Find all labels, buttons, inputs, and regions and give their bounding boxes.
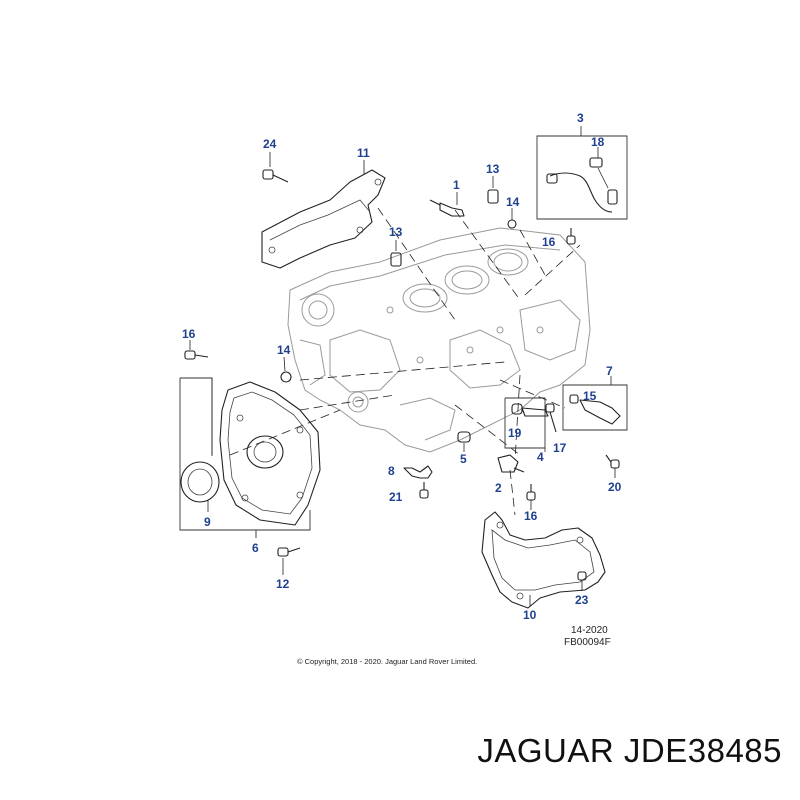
callout-17: 17 [553,441,567,455]
part-17-bolt [545,403,557,433]
part-11-cover [261,169,386,269]
part-1-sensor [429,199,465,217]
brand-name: JAGUAR [477,732,615,769]
part-7-kit-box [562,376,628,431]
callout-14-upper: 14 [506,195,520,209]
callout-16-lower: 16 [524,509,538,523]
part-2-sensor [497,454,525,473]
callout-19: 16 [182,327,196,341]
callout-21: 18 [591,135,605,149]
callout-11: 11 [357,146,370,160]
callout-18: 20 [608,480,622,494]
callout-labels: 24 11 13 1 14 13 3 18 16 16 14 7 15 19 1… [182,111,622,622]
part-3-kit-box [536,126,628,220]
part-13-dowel-upper [487,189,499,204]
part-5-cap [457,431,471,443]
callout-9: 9 [204,515,211,529]
part-16-bolt-upper [566,228,576,245]
callout-4: 4 [537,450,544,464]
callout-15: 15 [583,389,597,403]
copyright-notice: © Copyright, 2018 - 2020. Jaguar Land Ro… [297,657,477,666]
callout-24: 24 [263,137,277,151]
figure-code: FB00094F [564,637,611,648]
part-4-group-box [504,397,549,452]
callout-13-lower: 13 [389,225,403,239]
callout-3: 3 [577,111,584,125]
callout-13-upper: 13 [486,162,500,176]
callout-8: 8 [388,464,395,478]
callout-10: 10 [523,608,537,622]
callout-5: 5 [460,452,467,466]
part-20-bolt [419,482,429,499]
part-10-plate [481,511,606,609]
part-14-plug-upper [507,219,517,229]
part-14-plug-left [280,371,292,383]
part-6-cover-box [179,377,321,538]
callout-22: 19 [508,426,522,440]
callout-2: 2 [495,481,502,495]
part-16-bolt-lower [526,484,536,501]
engine-block [287,227,591,453]
part-12-bolt [277,547,301,557]
part-24-bolt [262,169,289,183]
part-13-dowel-lower [390,252,402,267]
callout-23: 23 [575,593,589,607]
callout-6: 6 [252,541,259,555]
part-title: JAGUAR JDE38485 [477,732,782,770]
part-18-bolt [605,454,620,469]
callout-12: 12 [276,577,290,591]
callout-16-upper: 16 [542,235,556,249]
callout-20: 21 [389,490,403,504]
part-19-bolt [184,350,209,360]
callout-14-left: 14 [277,343,291,357]
part-number: JDE38485 [623,732,782,769]
part-9-seal [180,461,220,512]
part-8-bracket [403,465,433,479]
callout-1: 1 [453,178,460,192]
date-code: 14-2020 [571,625,608,636]
callout-7: 7 [606,364,613,378]
